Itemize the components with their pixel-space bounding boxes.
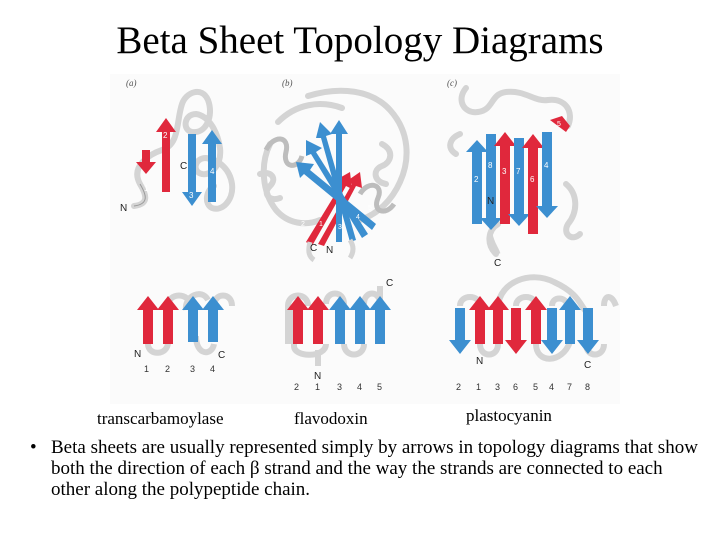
- cartoon-c-c-label: C: [494, 258, 501, 269]
- topo-b-number-5: 5: [377, 382, 382, 392]
- topo-b-strand-5: [369, 296, 391, 344]
- topo-a-strand-4: [202, 296, 224, 342]
- topo-c-number-4: 4: [549, 382, 554, 392]
- cartoon-c-strand-3-label: 3: [502, 167, 507, 176]
- topo-c-n-label: N: [476, 356, 483, 367]
- topo-c-strand-1: [469, 296, 491, 344]
- cartoon-c-n-label: N: [487, 196, 494, 207]
- cartoon-b-n-label: N: [326, 245, 333, 256]
- topo-b-number-3: 3: [337, 382, 342, 392]
- topo-c-strand-6: [505, 308, 527, 354]
- topo-c-strand-3: [487, 296, 509, 344]
- topo-a-number-1: 1: [144, 364, 149, 374]
- cartoon-a: [131, 88, 236, 212]
- cartoon-c-strand-7-label: 7: [516, 167, 521, 176]
- cartoon-a-strand-3-label: 3: [189, 191, 194, 200]
- topology-figure: (a) (b) (c) C N 1 2 3 4 C: [110, 74, 620, 404]
- panel-letter-a: (a): [126, 78, 137, 88]
- cartoon-c-strand-4-label: 4: [544, 161, 549, 170]
- topo-c-strand-4: [541, 308, 563, 354]
- topology-a: [137, 291, 235, 356]
- cartoon-b-c-label: C: [310, 243, 317, 254]
- bullet-symbol: •: [30, 437, 37, 458]
- panel-letter-c: (c): [447, 78, 457, 88]
- cartoon-c-strand-2-label: 2: [474, 175, 479, 184]
- caption-plastocyanin: plastocyanin: [466, 406, 552, 425]
- topo-b-strand-4: [349, 296, 371, 344]
- topo-b-strand-2: [287, 296, 309, 344]
- topo-b-number-2: 2: [294, 382, 299, 392]
- topo-a-strand-1: [137, 296, 159, 344]
- cartoon-b-strand-4-label: 4: [356, 214, 360, 221]
- topo-c-strand-5: [525, 296, 547, 344]
- cartoon-a-strand-2-label: 2: [163, 131, 168, 140]
- cartoon-b-strand-3-label: 3: [338, 224, 342, 231]
- topo-b-c-label: C: [386, 278, 393, 289]
- topo-b-strand-3: [329, 296, 351, 344]
- topo-c-strand-2: [449, 308, 471, 354]
- topo-c-number-2: 2: [456, 382, 461, 392]
- topo-a-strand-2: [157, 296, 179, 344]
- topo-c-number-7: 7: [567, 382, 572, 392]
- caption-transcarbamoylase: transcarbamoylase: [97, 409, 224, 428]
- cartoon-c-strand-5-label: 5: [557, 121, 561, 128]
- topo-b-strand-1: [307, 296, 329, 344]
- cartoon-c-strand-8-label: 8: [488, 161, 493, 170]
- topo-a-number-3: 3: [190, 364, 195, 374]
- topo-b-number-4: 4: [357, 382, 362, 392]
- topo-b-n-label: N: [314, 371, 321, 382]
- topo-c-number-5: 5: [533, 382, 538, 392]
- topo-c-strand-7: [559, 296, 581, 344]
- cartoon-a-strand-4-label: 4: [210, 167, 215, 176]
- bullet-text: Beta sheets are usually represented simp…: [51, 437, 698, 500]
- cartoon-b: [257, 87, 410, 263]
- topo-a-strand-3: [182, 296, 204, 342]
- cartoon-c-strand-6-label: 6: [530, 175, 535, 184]
- topology-c: [449, 274, 619, 362]
- topo-a-number-2: 2: [165, 364, 170, 374]
- cartoon-c: [447, 85, 583, 257]
- cartoon-b-strand-2-label: 2: [301, 221, 305, 228]
- cartoon-b-strand-1-label: 1: [319, 221, 323, 228]
- topo-c-number-8: 8: [585, 382, 590, 392]
- topo-a-number-4: 4: [210, 364, 215, 374]
- topology-b: [285, 286, 391, 366]
- panel-letter-b: (b): [282, 78, 293, 88]
- bullet-point: • Beta sheets are usually represented si…: [30, 437, 704, 500]
- figure-svg: C N 1 2 3 4 C N 2 1 3 4 5: [120, 85, 619, 392]
- caption-flavodoxin: flavodoxin: [294, 409, 368, 428]
- slide-title: Beta Sheet Topology Diagrams: [116, 19, 604, 62]
- topo-c-strand-8: [577, 308, 599, 354]
- topo-c-number-3: 3: [495, 382, 500, 392]
- topo-a-n-label: N: [134, 349, 141, 360]
- cartoon-a-n-label: N: [120, 203, 127, 214]
- topo-a-c-label: C: [218, 350, 225, 361]
- cartoon-b-strand-5-label: 5: [368, 205, 372, 212]
- cartoon-a-strand-1-label: 1: [144, 184, 149, 193]
- topo-c-number-1: 1: [476, 382, 481, 392]
- topo-c-number-6: 6: [513, 382, 518, 392]
- topo-c-c-label: C: [584, 360, 591, 371]
- topo-b-number-1: 1: [315, 382, 320, 392]
- cartoon-a-c-label: C: [180, 161, 187, 172]
